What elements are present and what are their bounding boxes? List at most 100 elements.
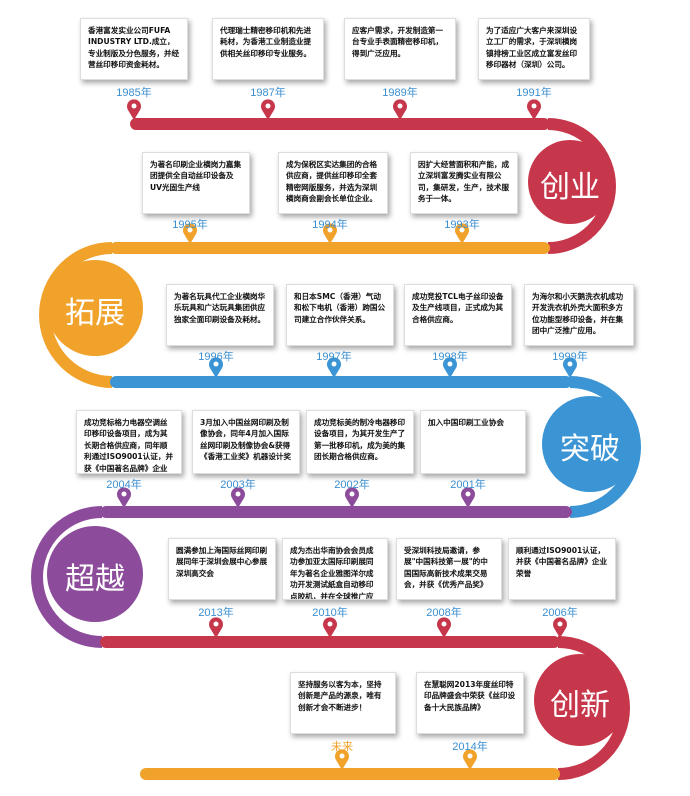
pin-marker — [461, 487, 476, 508]
pin-marker — [437, 617, 452, 638]
pin-marker — [335, 749, 350, 770]
pin-marker — [323, 617, 338, 638]
pin-marker — [230, 487, 246, 508]
pin-hole — [397, 103, 403, 109]
pin-hole — [465, 491, 471, 497]
pin-marker — [127, 99, 141, 120]
pin-hole — [447, 361, 453, 367]
year-label-1991: 1991年 — [516, 87, 552, 99]
milestone-text: 成为保税区实达集团的合格供应商，提供丝印移印全套精密网版服务，并选为深圳横岗商会… — [286, 160, 378, 204]
year-label-2003: 2003年 — [220, 479, 256, 491]
pin-hole — [567, 361, 573, 367]
milestone-card-1991: 为了适应广大客户来深圳设立工厂的需求，于深圳横岗镇排榜工业区成立富发丝印移印器材… — [478, 18, 590, 80]
year-label-1997: 1997年 — [316, 351, 352, 363]
milestone-card-1985: 香港富发实业公司FUFA INDUSTRY LTD.成立，专业制版及分色服务，并… — [80, 18, 188, 80]
pin-shape — [127, 99, 141, 120]
milestone-card-2004: 成功竞标格力电器空调丝印移印设备项目，成为其长期合格供应商，同年顺利通过ISO9… — [76, 410, 182, 474]
pin-shape — [527, 99, 541, 120]
pin-marker — [553, 617, 567, 638]
pin-hole — [349, 491, 355, 497]
pin-marker — [443, 357, 458, 378]
pin-marker — [183, 223, 198, 244]
pin-shape — [327, 357, 341, 378]
year-label-1985: 1985年 — [116, 87, 152, 99]
milestone-card-2003: 3月加入中国丝网印刷及制像协会，同年4月加入国际丝网印刷及制像协会&获得《香港工… — [192, 410, 300, 474]
timeline-curve-4 — [31, 506, 103, 648]
year-label-1989: 1989年 — [382, 87, 418, 99]
pin-shape — [230, 487, 246, 508]
pin-hole — [213, 621, 219, 627]
pin-hole — [131, 103, 137, 109]
timeline-line-row4 — [100, 506, 572, 518]
milestone-card-1996: 为著名玩具代工企业横岗华乐玩具和广达玩具集团供应独家全面印刷设备及耗材。 — [166, 284, 274, 346]
milestone-card-1995: 为著名印刷企业横岗力嘉集团提供全自动丝印设备及UV光固生产线 — [142, 152, 250, 214]
pin-shape — [208, 617, 224, 638]
pin-hole — [557, 621, 563, 627]
year-label-2010: 2010年 — [312, 607, 348, 619]
year-label-1995: 1995年 — [172, 219, 208, 231]
pin-marker — [527, 99, 541, 120]
milestone-text: 为海尔和小天鹅洗衣机成功开发洗衣机外壳大面积多方位功能型移印设备，并在集团中广泛… — [532, 292, 624, 336]
year-label-1993: 1993年 — [444, 219, 480, 231]
pin-shape — [437, 617, 452, 638]
stage-label-4: 超越 — [65, 562, 125, 597]
pin-hole — [467, 753, 473, 759]
pin-hole — [441, 621, 447, 627]
milestone-card-2002: 成功竞标美的制冷电器移印设备项目，为其开发生产了第一批移印机，成为美的集团长期合… — [306, 410, 414, 474]
milestone-card-1993: 因扩大经营面积和产能，成立深圳富发腾实业有限公司，集研发，生产，技术服务于一体。 — [410, 152, 518, 214]
pin-shape — [261, 99, 275, 120]
milestone-card-1989: 应客户需求，开发制造第一台专业手表面精密移印机，得到广泛应用。 — [344, 18, 456, 80]
pin-shape — [117, 487, 131, 508]
stage-circle-1 — [528, 140, 612, 224]
milestone-text: 香港富发实业公司FUFA INDUSTRY LTD.成立，专业制版及分色服务，并… — [88, 26, 180, 70]
milestone-text: 为著名印刷企业横岗力嘉集团提供全自动丝印设备及UV光固生产线 — [150, 160, 242, 192]
pin-marker — [393, 99, 408, 120]
timeline-line-row5 — [100, 636, 560, 648]
milestone-text: 在慧聪网2013年度丝印特印品牌盛会中荣获《丝印设备十大民族品牌》 — [424, 680, 516, 712]
year-label-1998: 1998年 — [432, 351, 468, 363]
timeline-curve-2 — [39, 242, 113, 388]
timeline-line-row6 — [140, 768, 560, 780]
pin-shape — [183, 223, 198, 244]
pin-shape — [323, 617, 338, 638]
pin-shape — [463, 749, 478, 770]
milestone-text: 和日本SMC（香港）气动和松下电机（香港）跨国公司建立合作伙伴关系。 — [294, 292, 386, 324]
pin-shape — [443, 357, 458, 378]
pin-marker — [563, 357, 577, 378]
pin-marker — [323, 223, 337, 244]
pin-hole — [531, 103, 537, 109]
pin-marker — [117, 487, 131, 508]
milestone-text: 应客户需求，开发制造第一台专业手表面精密移印机，得到广泛应用。 — [352, 26, 444, 58]
pin-marker — [327, 357, 341, 378]
stage-circle-5 — [534, 654, 626, 746]
timeline-line-row2 — [110, 242, 550, 254]
pin-hole — [265, 103, 271, 109]
milestone-card-2010: 成为杰出华南协会会员成功参加亚太国际印刷展同年为著名企业雅图洋尔成功开发测试紙盒… — [282, 538, 388, 600]
milestone-text: 加入中国印刷工业协会 — [428, 418, 504, 427]
milestone-text: 受深圳科技局邀请，参展"中国科技第一展"的中国国际高新技术成果交易会，并获《优秀… — [404, 546, 488, 590]
milestone-text: 成功竞标格力电器空调丝印移印设备项目，成为其长期合格供应商，同年顺利通过ISO9… — [84, 418, 174, 473]
year-label-2008: 2008年 — [426, 607, 462, 619]
pin-shape — [393, 99, 408, 120]
pin-marker — [345, 487, 359, 508]
milestone-card-2013: 圆满参加上海国际丝网印刷展同年于深圳会展中心参展深圳高交会 — [168, 538, 276, 600]
year-label-2013: 2013年 — [198, 607, 234, 619]
pin-shape — [345, 487, 359, 508]
timeline-line-row3 — [110, 376, 572, 388]
pin-marker — [454, 223, 470, 244]
pin-hole — [187, 227, 193, 233]
pin-marker — [261, 99, 275, 120]
pin-marker — [208, 617, 224, 638]
pin-shape — [323, 223, 337, 244]
pin-shape — [553, 617, 567, 638]
year-label-2001: 2001年 — [450, 479, 486, 491]
pin-hole — [331, 361, 337, 367]
milestone-card-1997: 和日本SMC（香港）气动和松下电机（香港）跨国公司建立合作伙伴关系。 — [286, 284, 394, 346]
pin-marker — [463, 749, 478, 770]
milestone-card-2001: 加入中国印刷工业协会 — [420, 410, 526, 474]
timeline-line-row1 — [130, 118, 550, 130]
stage-label-5: 创新 — [550, 688, 610, 723]
year-label-2004: 2004年 — [106, 479, 142, 491]
milestone-text: 圆满参加上海国际丝网印刷展同年于深圳会展中心参展深圳高交会 — [176, 546, 268, 578]
